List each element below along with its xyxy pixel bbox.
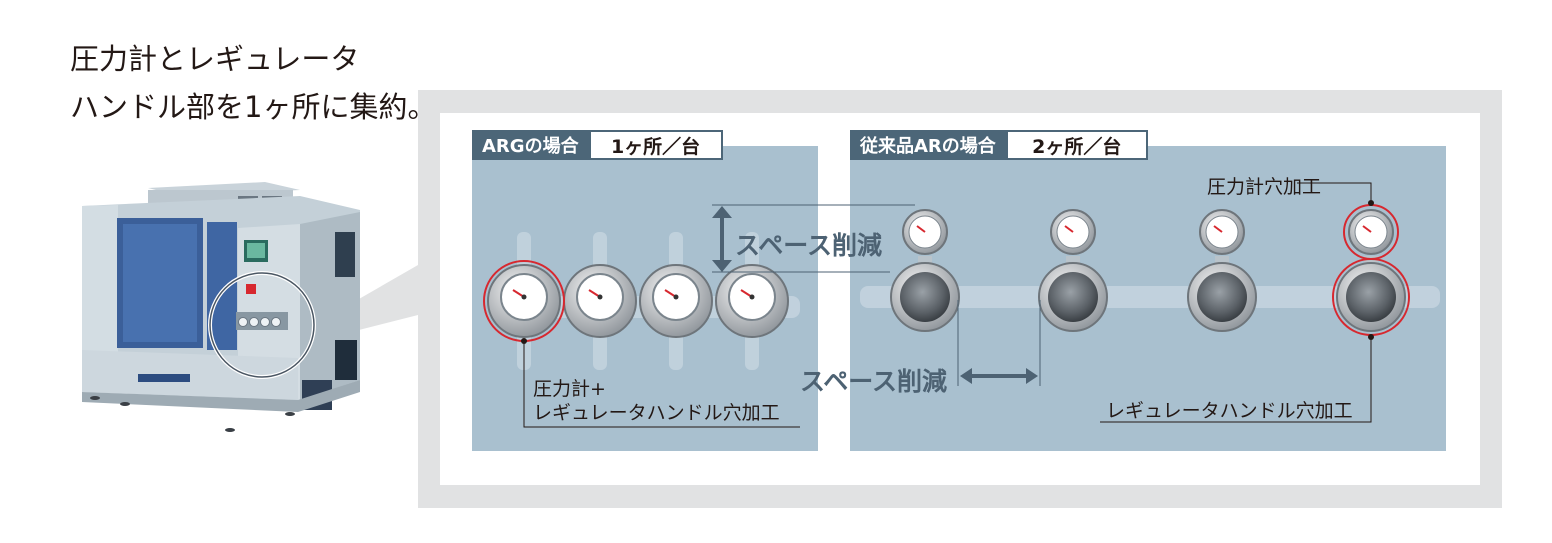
arg-unit-3 <box>639 264 713 338</box>
heading-line-1: 圧力計とレギュレータ <box>70 42 360 76</box>
ar-regulator-3 <box>1187 262 1257 332</box>
ar-regulator-4 <box>1336 262 1406 332</box>
arg-callout-line-1: 圧力計+ <box>533 378 606 400</box>
ar-space-arrow <box>957 300 1041 386</box>
arg-space-reduction-label: スペース削減 <box>735 231 883 260</box>
ar-gauge-1 <box>902 209 948 274</box>
arg-label: ARGの場合 <box>472 130 589 160</box>
ar-regulator-callout: レギュレータハンドル穴加工 <box>1106 400 1353 422</box>
arg-count: 1ヶ所／台 <box>588 130 723 160</box>
ar-gauge-callout-line <box>1297 182 1372 203</box>
ar-tag: 従来品ARの場合 2ヶ所／台 <box>850 130 1148 160</box>
arg-space-arrow <box>712 204 915 273</box>
ar-label: 従来品ARの場合 <box>850 130 1006 160</box>
arg-unit-2 <box>563 264 637 338</box>
ar-space-reduction-label: スペース削減 <box>800 367 948 396</box>
arg-unit-4 <box>715 264 789 338</box>
ar-regulator-2 <box>1038 262 1108 332</box>
ar-gauge-callout: 圧力計穴加工 <box>1207 176 1322 198</box>
arg-unit-1 <box>487 264 561 338</box>
heading-line-2: ハンドル部を1ヶ所に集約。 <box>70 90 437 124</box>
ar-count: 2ヶ所／台 <box>1005 130 1148 160</box>
ar-regulator-1 <box>890 262 960 332</box>
arg-tag: ARGの場合 1ヶ所／台 <box>472 130 723 160</box>
arg-callout-line-2: レギュレータハンドル穴加工 <box>533 402 780 424</box>
ar-gauge-4 <box>1348 209 1394 274</box>
arg-callout-line <box>523 341 800 428</box>
ar-regulator-callout-line <box>1100 337 1372 423</box>
